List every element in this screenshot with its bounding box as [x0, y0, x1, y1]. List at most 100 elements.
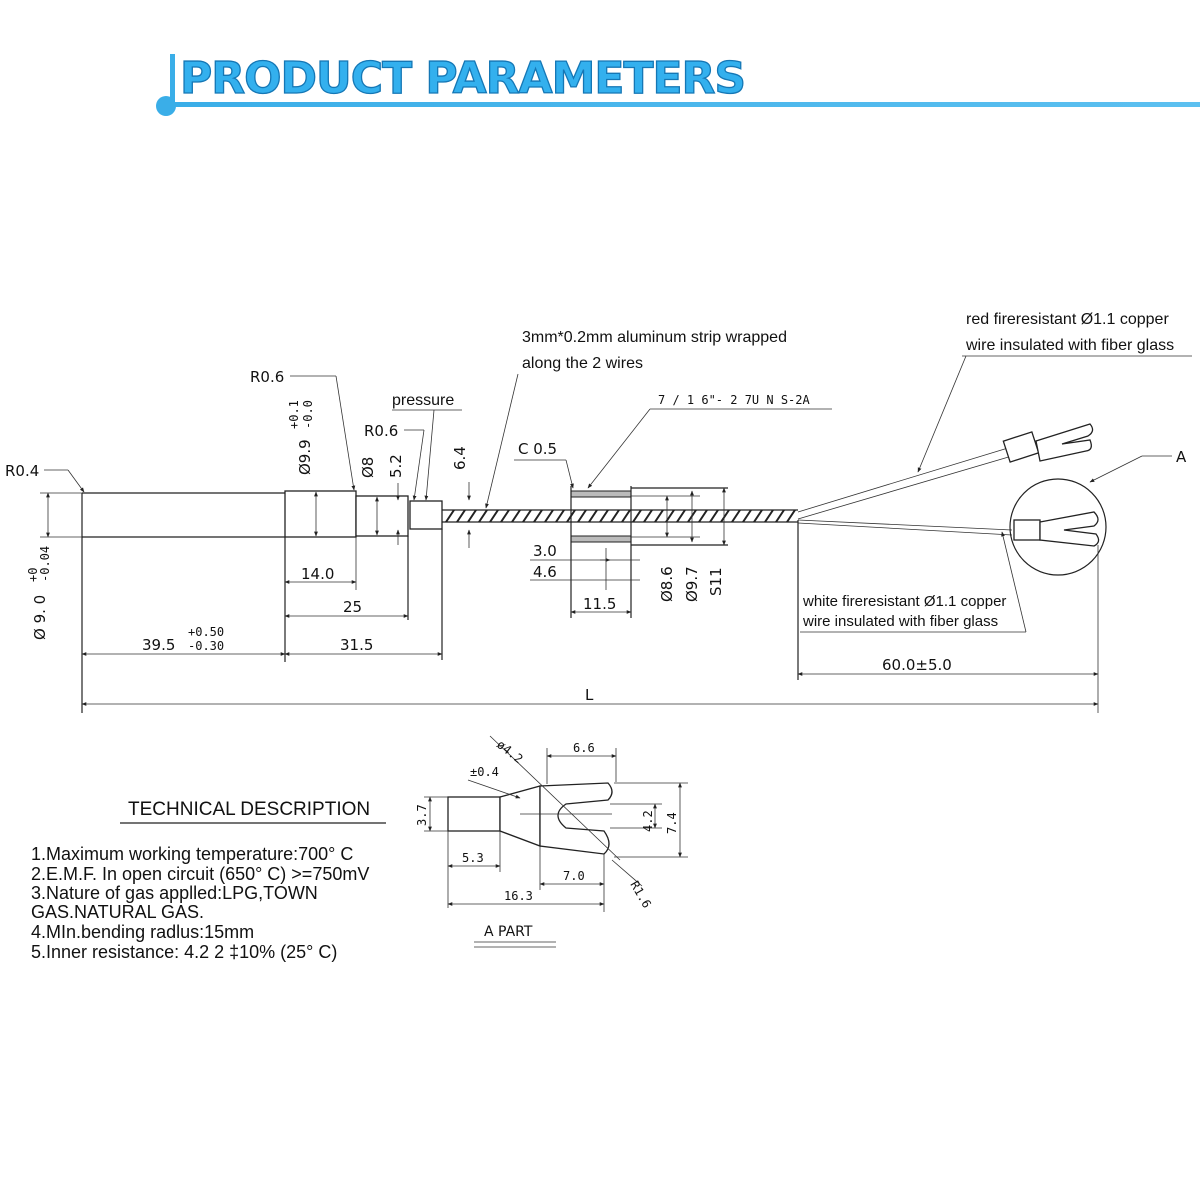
page-title: PRODUCT PARAMETERS: [180, 53, 745, 104]
white-wire-label-2: wire insulated with fiber glass: [802, 613, 998, 630]
red-wire-label-2: wire insulated with fiber glass: [965, 337, 1174, 354]
strip-wrap-segment: [478, 509, 488, 523]
thread-label: 7 / 1 6"- 2 7U N S-2A: [658, 393, 810, 407]
collar-part: [284, 490, 357, 538]
aluminum-strip-label-1: 3mm*0.2mm aluminum strip wrapped: [522, 329, 787, 346]
dim-163: 16.3: [504, 889, 533, 903]
strip-wrap-segment: [764, 509, 774, 523]
dim-60: 60.0±5.0: [882, 656, 952, 674]
strip-wrap-segment: [731, 509, 741, 523]
strip-wrap-segment: [610, 509, 620, 523]
dim-d8: Ø8: [359, 457, 377, 478]
strip-wrap-segment: [775, 509, 785, 523]
terminal-detail: ø4.2 ±0.4 6.6 3.7 4.2 7.4 5.3: [415, 735, 688, 948]
strip-wrap-segment: [698, 509, 708, 523]
strip-wrap-segment: [753, 509, 763, 523]
tech-item: 2.E.M.F. In open circuit (650° C) >=750m…: [31, 864, 369, 884]
dim-l: L: [585, 686, 594, 704]
red-wire-terminal: [1002, 423, 1094, 463]
tech-item: 4.MIn.bending radlus:15mm: [31, 922, 254, 942]
tech-item: GAS.NATURAL GAS.: [31, 902, 204, 922]
dim-r04: R0.4: [5, 462, 39, 480]
red-wire-label-1: red fireresistant Ø1.1 copper: [966, 311, 1169, 328]
strip-wrap-segment: [489, 509, 499, 523]
pressure-label: pressure: [392, 392, 454, 409]
strip-wrap-segment: [786, 509, 796, 523]
tech-item: 1.Maximum working temperature:700° C: [31, 844, 353, 864]
strip-wrap-segment: [555, 509, 565, 523]
strip-wrap-segment: [544, 509, 554, 523]
dim-115: 11.5: [583, 595, 616, 613]
dim-25: 25: [343, 598, 362, 616]
strip-wrap-segment: [720, 509, 730, 523]
dim-r06-mid: R0.6: [364, 422, 398, 440]
dim-d99: Ø9.9: [296, 439, 314, 475]
dim-395-tol-lower: -0.30: [188, 639, 224, 653]
dim-140: 14.0: [301, 565, 334, 583]
dim-r06-top: R0.6: [250, 368, 284, 386]
detail-title: A PART: [484, 924, 533, 940]
thermocouple-body: [81, 423, 1107, 713]
shoulder-part: [355, 495, 409, 537]
strip-wrap-segment: [654, 509, 664, 523]
dim-46: 4.6: [533, 563, 557, 581]
dim-315: 31.5: [340, 636, 373, 654]
dim-42: 4.2: [641, 810, 655, 832]
dim-s11: S11: [707, 567, 725, 596]
dim-64: 6.4: [451, 446, 469, 470]
strip-wrap-segment: [599, 509, 609, 523]
dim-52: 5.2: [387, 454, 405, 478]
strip-wrap-segment: [533, 509, 543, 523]
header-underline: [170, 102, 1200, 107]
strip-wrap-segment: [742, 509, 752, 523]
strip-wrap-segment: [577, 509, 587, 523]
aluminum-strip-wrap: [445, 509, 796, 523]
dim-74: 7.4: [665, 812, 679, 834]
aluminum-strip-label-2: along the 2 wires: [522, 355, 643, 372]
strip-wrap-segment: [500, 509, 510, 523]
dim-d86: Ø8.6: [658, 566, 676, 602]
main-dimensions: R0.4 Ø 9. 0 +0 -0.04 R0.6 Ø9.9 +0.1 -0.0…: [5, 311, 1192, 713]
strip-wrap-segment: [643, 509, 653, 523]
header: PRODUCT PARAMETERS: [156, 52, 1200, 116]
dim-395: 39.5: [142, 636, 175, 654]
dim-d99-tol-lower: -0.0: [301, 400, 315, 429]
detail-a-circle: [1009, 478, 1107, 576]
dim-66: 6.6: [573, 741, 595, 755]
dim-tol04: ±0.4: [470, 765, 499, 779]
dim-70: 7.0: [563, 869, 585, 883]
dim-d42: ø4.2: [494, 737, 525, 766]
dim-d90-tol-lower: -0.04: [38, 546, 52, 582]
strip-wrap-segment: [511, 509, 521, 523]
white-wire-terminal: [1013, 511, 1100, 547]
strip-wrap-segment: [632, 509, 642, 523]
dim-r16: R1.6: [627, 879, 654, 911]
header-bracket: [170, 54, 175, 104]
dim-395-tol-upper: +0.50: [188, 625, 224, 639]
strip-wrap-segment: [676, 509, 686, 523]
dim-c05: C 0.5: [518, 440, 557, 458]
dim-37: 3.7: [415, 804, 429, 826]
dim-d97: Ø9.7: [683, 566, 701, 602]
strip-wrap-segment: [621, 509, 631, 523]
tech-item: 5.Inner resistance: 4.2 2 ‡10% (25° C): [31, 942, 337, 962]
pressure-part: [409, 500, 443, 530]
strip-wrap-segment: [445, 509, 455, 523]
dim-d90-tol-upper: +0: [26, 568, 40, 582]
tech-desc-title: TECHNICAL DESCRIPTION: [128, 799, 370, 820]
strip-wrap-segment: [709, 509, 719, 523]
strip-wrap-segment: [467, 509, 477, 523]
dim-30: 3.0: [533, 542, 557, 560]
strip-wrap-segment: [456, 509, 466, 523]
technical-description: TECHNICAL DESCRIPTION 1.Maximum working …: [31, 799, 386, 962]
white-wire-label-1: white fireresistant Ø1.1 copper: [802, 593, 1006, 610]
dim-53: 5.3: [462, 851, 484, 865]
tech-item: 3.Nature of gas applled:LPG,TOWN: [31, 883, 318, 903]
detail-a-mark: A: [1176, 448, 1187, 466]
dim-d90: Ø 9. 0: [31, 595, 49, 640]
strip-wrap-segment: [522, 509, 532, 523]
dim-d99-tol-upper: +0.1: [287, 400, 301, 429]
strip-wrap-segment: [588, 509, 598, 523]
header-dot-icon: [156, 96, 176, 116]
